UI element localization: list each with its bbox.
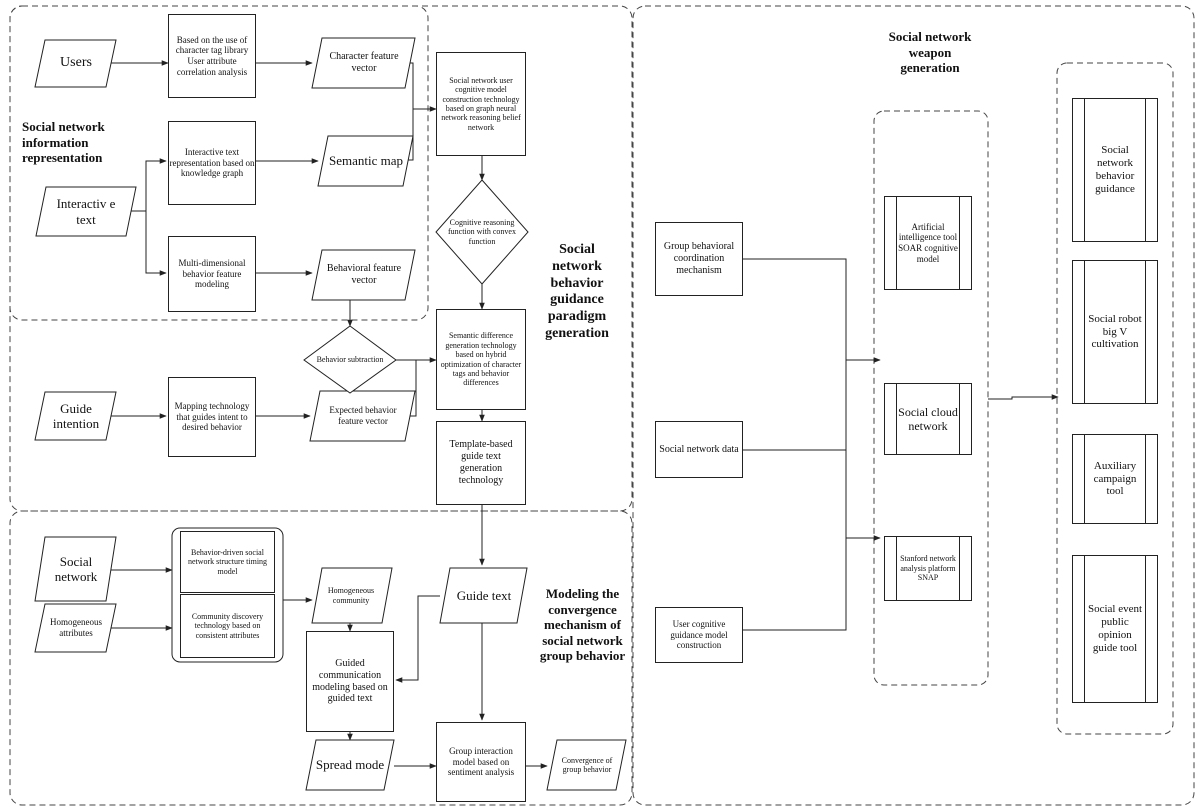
process-guided-comm: Guided communication modeling based on g… — [306, 631, 394, 732]
shape-behavior-subtraction — [303, 325, 397, 394]
input-social-network-data: Social network data — [655, 421, 743, 478]
shape-cognitive-reasoning — [435, 179, 529, 285]
platform-soar-label: Artificial intelligence tool SOAR cognit… — [898, 221, 958, 264]
shape-homogeneous-attributes — [34, 603, 117, 653]
process-char-tag-library: Based on the use of character tag librar… — [168, 14, 256, 98]
shape-convergence-tech-group — [171, 527, 284, 663]
output-behavior-guidance-tool: Social network behavior guidance — [1072, 98, 1158, 242]
process-community-discovery: Community discovery technology based on … — [180, 594, 275, 658]
process-semantic-difference: Semantic difference generation technolog… — [436, 309, 526, 410]
platform-soar-frame — [896, 197, 960, 289]
shape-guide-intention — [34, 391, 117, 441]
shape-character-vector — [311, 37, 416, 89]
process-user-cognitive-model: Social network user cognitive model cons… — [436, 52, 526, 156]
shape-semantic-map — [317, 135, 414, 187]
input-user-cognitive-guidance: User cognitive guidance model constructi… — [655, 607, 743, 663]
input-group-coordination: Group behavioral coordination mechanism — [655, 222, 743, 296]
output-behavior-guidance-frame — [1084, 99, 1146, 241]
heading-behavior-guidance: Social network behavior guidance paradig… — [545, 242, 609, 341]
process-behavior-driven: Behavior-driven social network structure… — [180, 531, 275, 593]
frame-weapon-generation — [632, 5, 1195, 806]
output-robot-cultivation-label: Social robot big V cultivation — [1088, 312, 1142, 351]
heading-info-representation: Social network information representatio… — [22, 119, 105, 166]
output-campaign-tool-frame — [1084, 435, 1146, 523]
process-template-guide-text: Template-based guide text generation tec… — [436, 421, 526, 505]
platform-snap: Stanford network analysis platform SNAP — [884, 536, 972, 601]
shape-guide-text — [439, 567, 528, 624]
platform-soar: Artificial intelligence tool SOAR cognit… — [884, 196, 972, 290]
frame-platforms — [873, 110, 989, 686]
shape-interactive-text — [35, 186, 137, 237]
shape-users — [34, 39, 117, 88]
heading-convergence: Modeling the convergence mechanism of so… — [539, 586, 626, 664]
platform-cloud-label: Social cloud network — [898, 404, 958, 433]
output-campaign-tool: Auxiliary campaign tool — [1072, 434, 1158, 524]
output-robot-cultivation: Social robot big V cultivation — [1072, 260, 1158, 404]
output-public-opinion-frame — [1084, 556, 1146, 702]
platform-snap-label: Stanford network analysis platform SNAP — [900, 554, 956, 583]
output-behavior-guidance-label: Social network behavior guidance — [1095, 144, 1135, 195]
shape-expected-vector — [309, 390, 416, 442]
output-public-opinion-tool: Social event public opinion guide tool — [1072, 555, 1158, 703]
process-group-interaction: Group interaction model based on sentime… — [436, 722, 526, 802]
platform-snap-frame — [896, 537, 960, 600]
process-multi-dim-behavior: Multi-dimensional behavior feature model… — [168, 236, 256, 312]
process-interactive-repr: Interactive text representation based on… — [168, 121, 256, 205]
platform-cloud-frame — [896, 384, 960, 454]
output-robot-cultivation-frame — [1084, 261, 1146, 403]
platform-cloud: Social cloud network — [884, 383, 972, 455]
shape-homogeneous-community — [311, 567, 393, 624]
shape-behavioral-vector — [311, 249, 416, 301]
heading-weapon-generation: Social network weapon generation — [888, 29, 972, 76]
frame-convergence — [9, 510, 633, 806]
process-mapping-technology: Mapping technology that guides intent to… — [168, 377, 256, 457]
shape-spread-mode — [305, 739, 395, 791]
output-public-opinion-label: Social event public opinion guide tool — [1087, 603, 1143, 654]
output-campaign-tool-label: Auxiliary campaign tool — [1093, 459, 1137, 498]
shape-convergence-behavior — [546, 739, 627, 791]
shape-social-network — [34, 536, 117, 602]
